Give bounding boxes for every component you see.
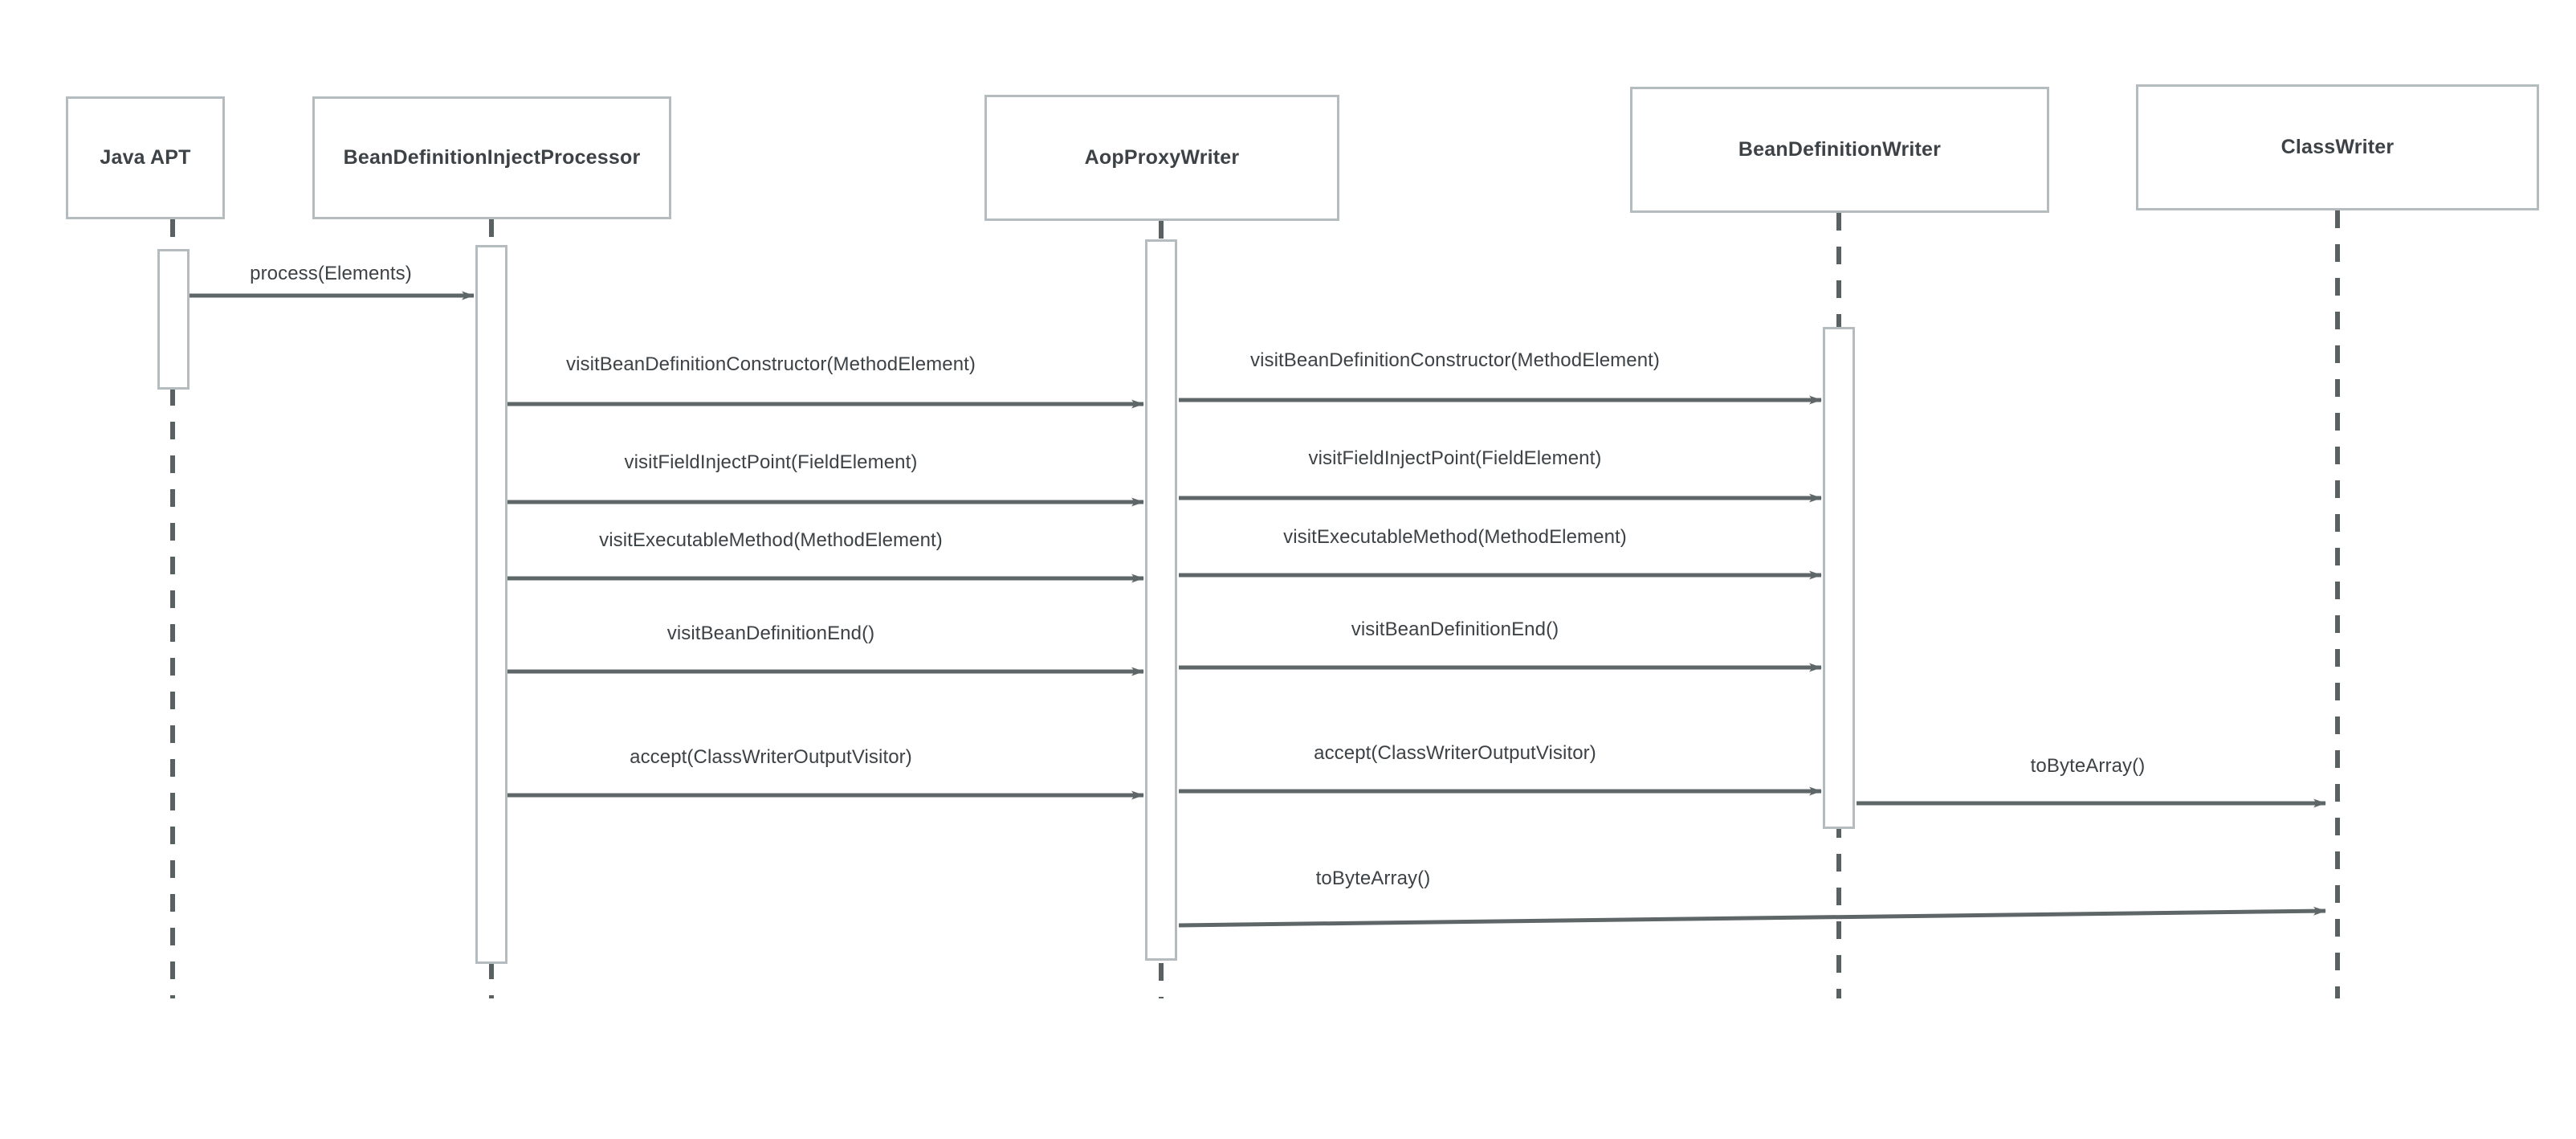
participant-label-aop-proxy-writer: AopProxyWriter bbox=[1084, 146, 1240, 169]
participant-label-bean-definition-inject-processor: BeanDefinitionInjectProcessor bbox=[343, 146, 641, 169]
activation-bar-java-apt bbox=[157, 249, 190, 390]
message-label-7: visitExecutableMethod(MethodElement) bbox=[1283, 526, 1627, 548]
message-label-5: visitFieldInjectPoint(FieldElement) bbox=[1308, 447, 1602, 469]
participant-box-java-apt[interactable]: Java APT bbox=[66, 96, 225, 219]
message-label-8: visitBeanDefinitionEnd() bbox=[666, 623, 875, 644]
message-arrow-13[interactable] bbox=[1178, 906, 2326, 928]
participant-box-class-writer[interactable]: ClassWriter bbox=[2136, 84, 2539, 210]
message-label-11: accept(ClassWriterOutputVisitor) bbox=[1314, 742, 1596, 764]
message-label-6: visitExecutableMethod(MethodElement) bbox=[599, 529, 943, 551]
participant-label-class-writer: ClassWriter bbox=[2280, 136, 2395, 158]
participant-box-aop-proxy-writer[interactable]: AopProxyWriter bbox=[984, 95, 1339, 221]
message-label-10: accept(ClassWriterOutputVisitor) bbox=[630, 746, 912, 768]
activation-bar-bean-definition-writer bbox=[1823, 327, 1855, 829]
message-label-3: visitBeanDefinitionConstructor(MethodEle… bbox=[1249, 349, 1661, 371]
messages-layer bbox=[190, 291, 2326, 928]
participant-label-java-apt: Java APT bbox=[100, 146, 191, 169]
message-label-1: process(Elements) bbox=[250, 263, 412, 284]
activation-bar-aop-proxy-writer bbox=[1145, 239, 1177, 961]
activation-bar-bean-definition-inject-processor bbox=[475, 245, 507, 964]
message-label-4: visitFieldInjectPoint(FieldElement) bbox=[624, 451, 918, 473]
participant-box-bean-definition-writer[interactable]: BeanDefinitionWriter bbox=[1630, 87, 2049, 213]
message-label-2: visitBeanDefinitionConstructor(MethodEle… bbox=[565, 353, 976, 375]
message-label-12: toByteArray() bbox=[2030, 755, 2146, 777]
message-label-9: visitBeanDefinitionEnd() bbox=[1351, 618, 1559, 640]
participant-box-bean-definition-inject-processor[interactable]: BeanDefinitionInjectProcessor bbox=[312, 96, 671, 219]
message-label-13: toByteArray() bbox=[1315, 868, 1431, 889]
participant-label-bean-definition-writer: BeanDefinitionWriter bbox=[1738, 138, 1942, 161]
